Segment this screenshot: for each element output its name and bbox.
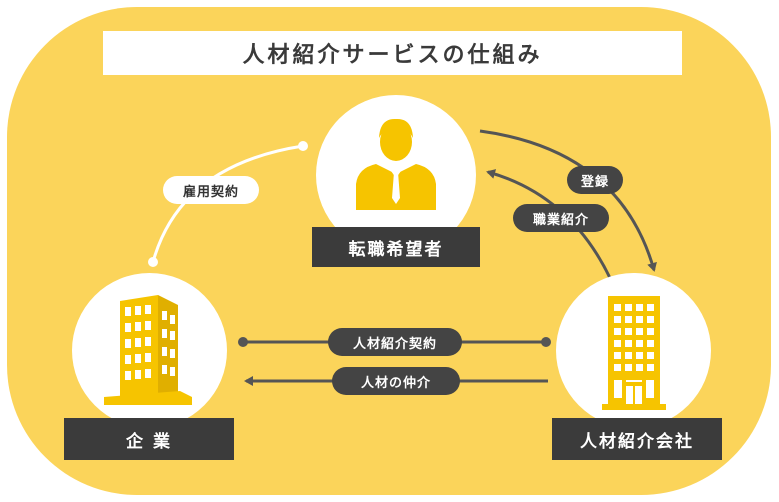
arc-end-dot-top — [298, 141, 308, 151]
agency-label: 人材紹介会社 — [552, 418, 722, 460]
office-building-icon — [104, 295, 192, 405]
placement-contract-label: 人材紹介契約 — [328, 328, 462, 356]
arc-end-dot-bottom — [148, 257, 158, 267]
company-label: 企 業 — [64, 418, 234, 460]
candidate-label: 転職希望者 — [312, 227, 480, 267]
diagram-title: 人材紹介サービスの仕組み — [242, 43, 543, 68]
businessman-icon — [356, 118, 436, 210]
register-arrow — [479, 129, 657, 272]
agency-building-icon — [602, 296, 666, 410]
contract-dot-left — [238, 337, 248, 347]
title-box: 人材紹介サービスの仕組み — [103, 31, 682, 75]
contract-dot-right — [541, 337, 551, 347]
employment-contract-label: 雇用契約 — [163, 176, 259, 204]
register-label: 登録 — [567, 166, 623, 194]
mediation-label: 人材の仲介 — [332, 367, 460, 395]
job-introduction-label: 職業紹介 — [513, 204, 609, 232]
employment-contract-arc — [151, 144, 304, 263]
